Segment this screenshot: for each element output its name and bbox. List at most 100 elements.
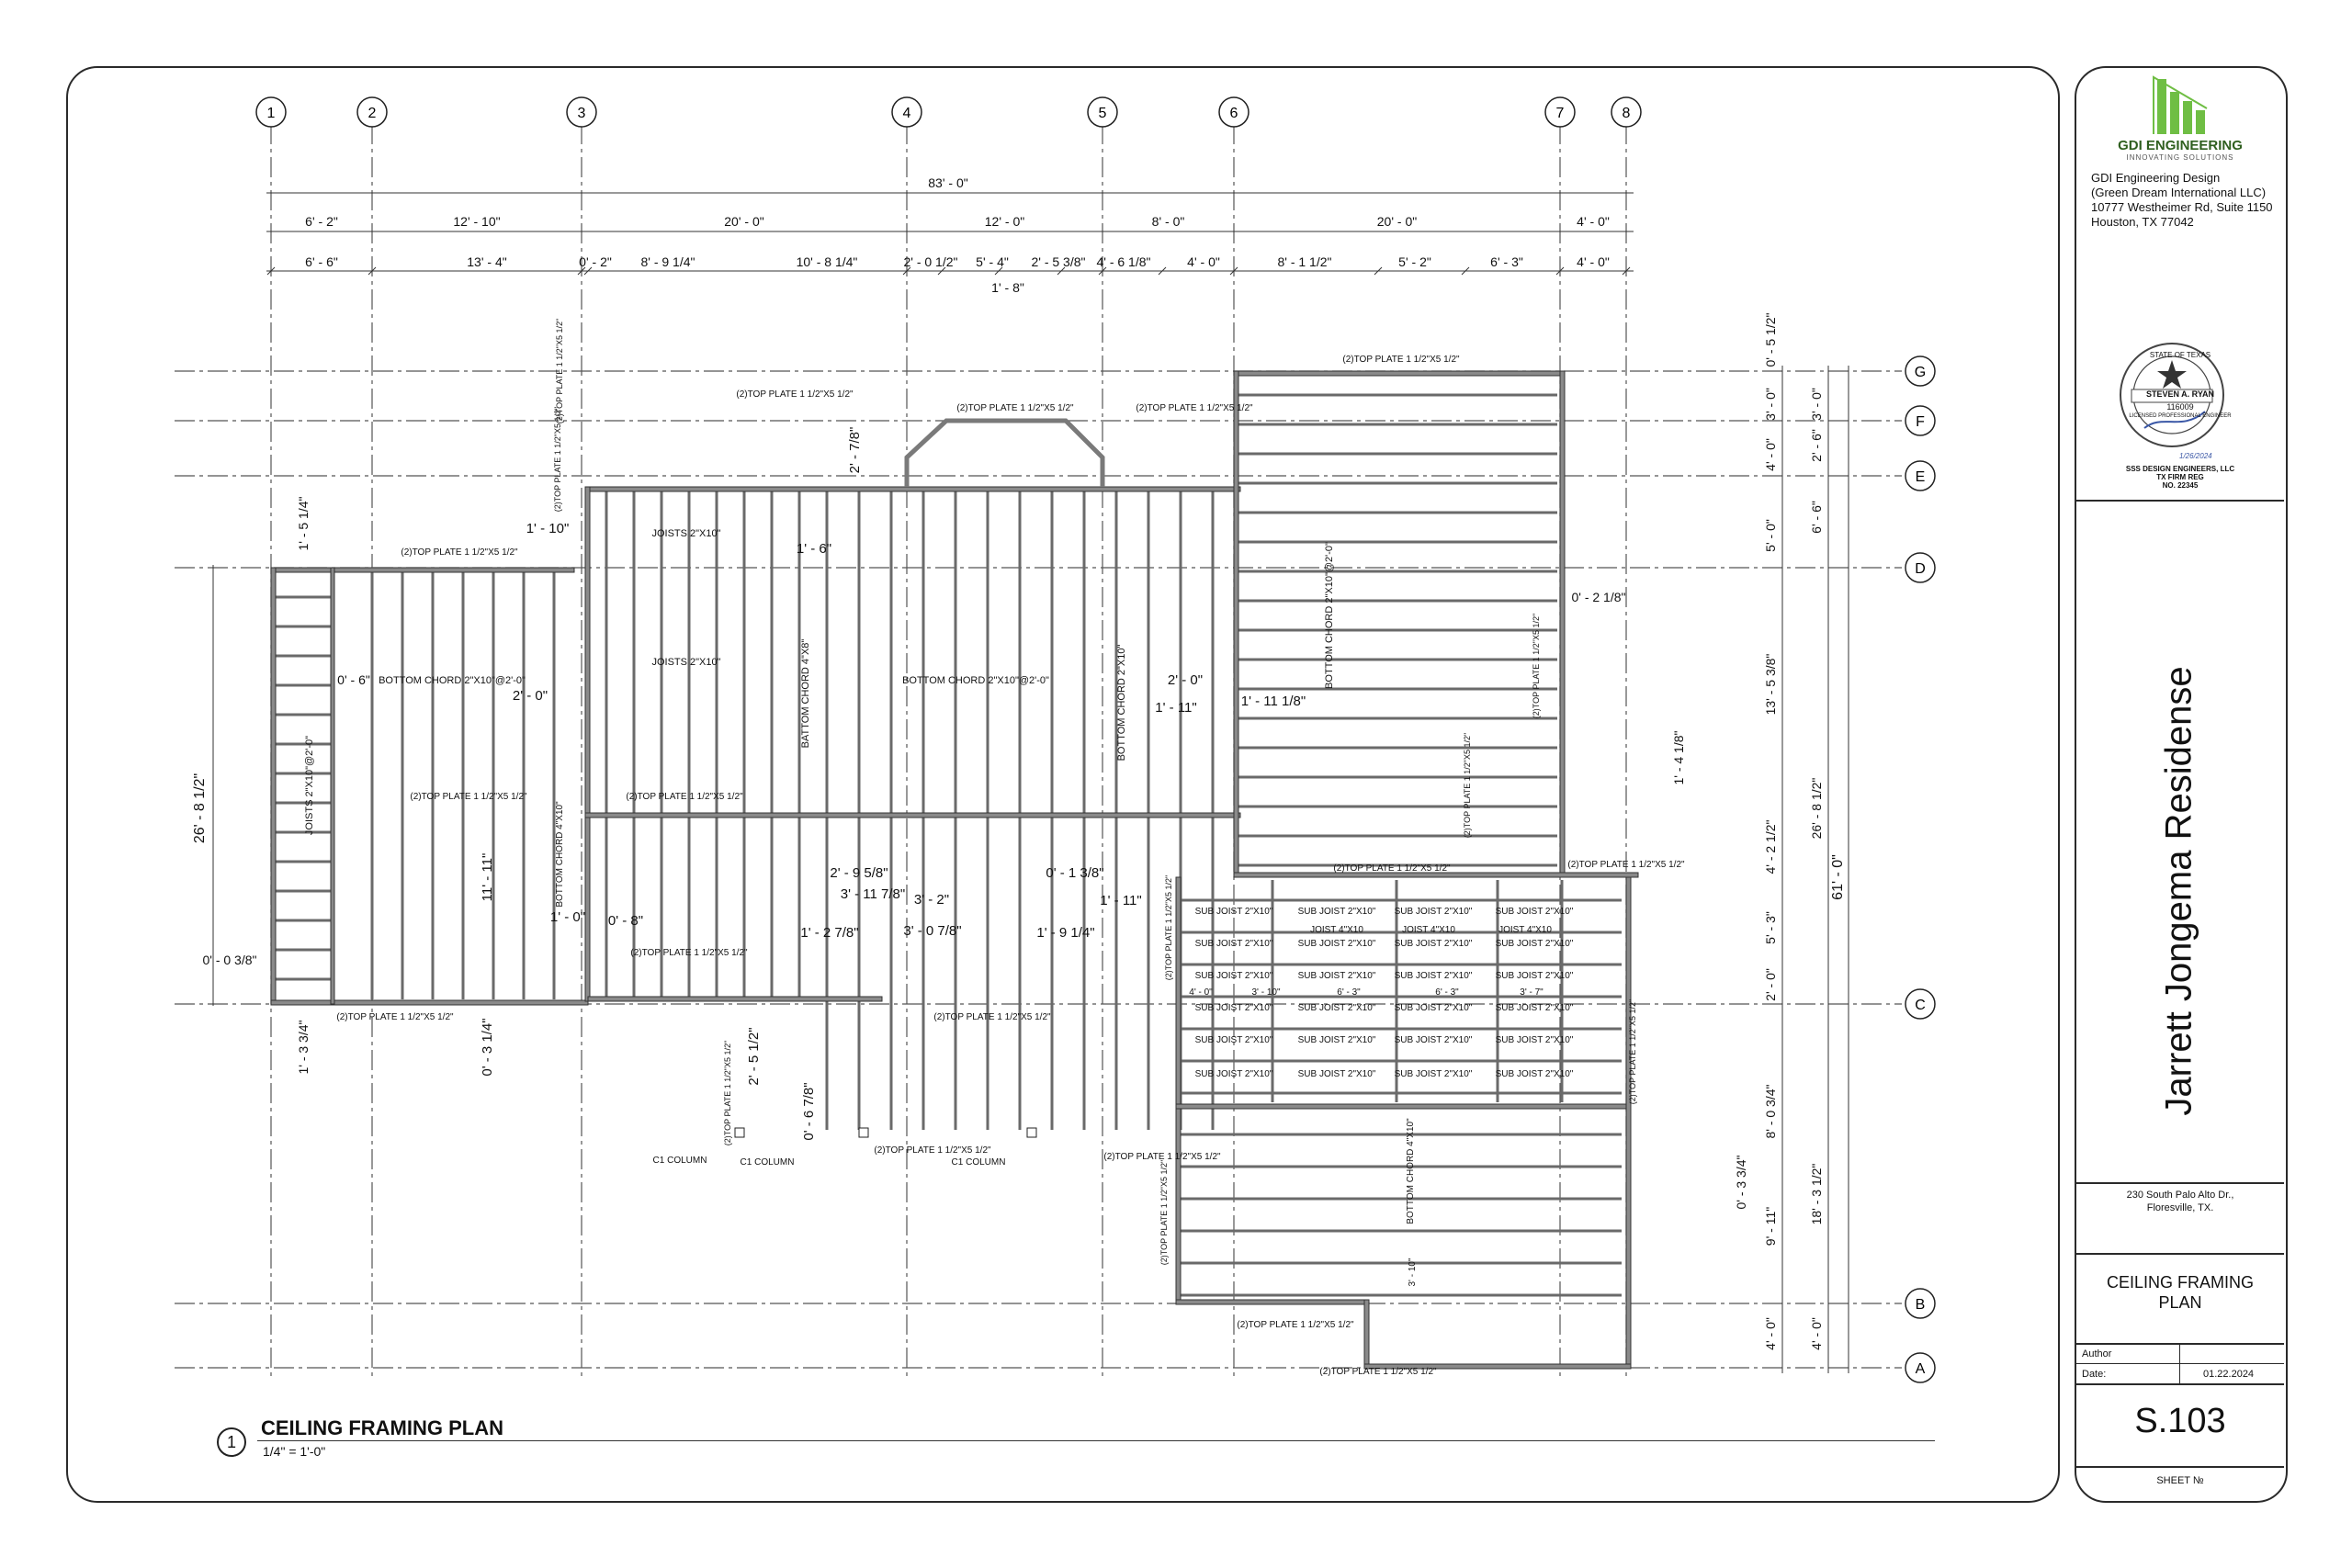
drawing-scale: 1/4" = 1'-0" — [263, 1444, 326, 1459]
top-plate-label: (2)TOP PLATE 1 1/2"X5 1/2" — [1159, 1160, 1169, 1265]
divider — [2076, 500, 2284, 502]
sub-joist-label: SUB JOIST 2"X10" — [1496, 907, 1574, 917]
sub-joist-label: SUB JOIST 2"X10" — [1496, 939, 1574, 949]
wall-segment — [587, 486, 1241, 492]
top-plate-label: (2)TOP PLATE 1 1/2"X5 1/2" — [401, 547, 518, 558]
dimension-tick — [1158, 266, 1167, 276]
sheet-title-line: PLAN — [2158, 1293, 2202, 1312]
dimension-right-middle: 2' - 6" — [1809, 429, 1824, 462]
sub-joist-label: SUB JOIST 2"X10" — [1298, 1069, 1376, 1079]
plan-dimension-label: 11' - 11" — [480, 853, 495, 902]
dimension-tick — [1229, 266, 1238, 276]
dimension-row1: 20' - 0" — [724, 214, 763, 229]
dimension-left-item: 0' - 6" — [337, 672, 370, 687]
bottom-chord-label: BOTTOM CHORD 4"X10" — [1406, 1118, 1416, 1224]
dimension-row2: 13' - 4" — [467, 254, 506, 269]
dimension-left-item: 1' - 5 1/4" — [296, 496, 311, 550]
top-plate-label: (2)TOP PLATE 1 1/2"X5 1/2" — [626, 792, 743, 802]
wall-segment — [330, 567, 335, 1005]
site-address: 230 South Palo Alto Dr., Floresville, TX… — [2076, 1189, 2284, 1214]
dimension-row2: 5' - 4" — [976, 254, 1009, 269]
sub-joist-label: SUB JOIST 2"X10" — [1395, 1069, 1473, 1079]
grid-label-row: B — [1916, 1297, 1926, 1313]
plan-dimension-label: 1' - 11" — [1100, 893, 1141, 908]
drawing-number: 1 — [226, 1433, 236, 1451]
dimension-row1: 20' - 0" — [1377, 214, 1417, 229]
sub-joist-label: SUB JOIST 2"X10" — [1496, 971, 1574, 981]
company-address: GDI Engineering Design (Green Dream Inte… — [2091, 171, 2273, 230]
dimension-tick — [1057, 266, 1066, 276]
divider — [2076, 1363, 2284, 1364]
wall-segment — [1175, 1299, 1365, 1305]
wall-segment — [587, 996, 883, 1002]
grid-bubble-column — [1611, 96, 1642, 128]
top-plate-label: (2)TOP PLATE 1 1/2"X5 1/2" — [1333, 863, 1451, 874]
dimension-right-middle: 1' - 4 1/8" — [1671, 730, 1686, 784]
grid-label-column: 5 — [1099, 106, 1107, 121]
grid-bubble-column — [891, 96, 922, 128]
grid-bubble-column — [1087, 96, 1118, 128]
dimension-right-inner: 5' - 3" — [1763, 911, 1778, 944]
firm-line: NO. 22345 — [2162, 481, 2199, 490]
dimension-row1: 12' - 0" — [985, 214, 1024, 229]
bottom-chord-label: BATTOM CHORD 4"X8" — [800, 639, 811, 749]
company-logo-icon — [2153, 75, 2208, 134]
dimension-right-overall: 61' - 0" — [1830, 854, 1846, 900]
bottom-chord-label: BOTTOM CHORD 2"X10"@2'-0" — [902, 675, 1049, 686]
wall-segment — [1363, 1299, 1370, 1365]
joists-label: JOISTS 2"X10" — [651, 657, 720, 668]
dimension-row1: 8' - 0" — [1152, 214, 1185, 229]
sheet-no-label: SHEET № — [2156, 1475, 2204, 1486]
grid-bubble-row — [1905, 988, 1936, 1020]
top-plate-label: (2)TOP PLATE 1 1/2"X5 1/2" — [1164, 875, 1173, 980]
plan-dimension-label: 3' - 2" — [914, 892, 949, 908]
grid-label-column: 3 — [578, 106, 586, 121]
sub-joist-label: SUB JOIST 2"X10" — [1298, 907, 1376, 917]
joist-4x10-label: JOIST 4"X10 — [1498, 925, 1552, 935]
plan-dimension-label: 3' - 0 7/8" — [903, 923, 961, 939]
top-plate-label: (2)TOP PLATE 1 1/2"X5 1/2" — [1319, 1367, 1437, 1377]
divider — [2076, 1253, 2284, 1255]
drawing-number-bubble: 1 — [217, 1427, 246, 1457]
top-plate-label: (2)TOP PLATE 1 1/2"X5 1/2" — [1628, 999, 1637, 1104]
plan-dimension-label: 1' - 6" — [797, 541, 831, 557]
top-plate-label: (2)TOP PLATE 1 1/2"X5 1/2" — [1342, 355, 1460, 365]
sub-joist-label: SUB JOIST 2"X10" — [1395, 939, 1473, 949]
wall-segment — [1233, 370, 1561, 377]
dimension-tick — [368, 266, 377, 276]
sub-joist-label: SUB JOIST 2"X10" — [1395, 971, 1473, 981]
plan-dimension-label: 0' - 1 3/8" — [1046, 865, 1103, 881]
dimension-right-middle: 26' - 8 1/2" — [1809, 778, 1824, 840]
top-plate-label: (2)TOP PLATE 1 1/2"X5 1/2" — [874, 1145, 991, 1156]
dimension-tick — [266, 266, 276, 276]
wall-segment — [1625, 876, 1632, 1365]
grid-bubble-column — [1218, 96, 1250, 128]
engineer-seal-icon — [2120, 343, 2224, 447]
sub-joist-label: SUB JOIST 2"X10" — [1195, 1035, 1273, 1045]
dimension-row1: 12' - 10" — [453, 214, 500, 229]
grid-bubble-row — [1905, 460, 1936, 491]
grid-label-row: E — [1916, 469, 1926, 485]
bottom-chord-label: BOTTOM CHORD 2"X10" — [1116, 645, 1127, 761]
dimension-right-inner: 5' - 0" — [1763, 519, 1778, 552]
dimension-row2: 4' - 0" — [1187, 254, 1220, 269]
plan-dimension-label: 2' - 5 1/2" — [746, 1027, 762, 1085]
dimension-right-middle: 18' - 3 1/2" — [1809, 1164, 1824, 1225]
address-line: Houston, TX 77042 — [2091, 215, 2194, 229]
divider — [2076, 1383, 2284, 1385]
sub-joist-label: SUB JOIST 2"X10" — [1395, 1003, 1473, 1013]
plan-dimension-label: 0' - 3 1/4" — [480, 1018, 495, 1076]
wall-segment — [270, 567, 575, 573]
top-plate-label: (2)TOP PLATE 1 1/2"X5 1/2" — [956, 403, 1074, 413]
grid-bubble-column — [1544, 96, 1576, 128]
sub-joist-label: SUB JOIST 2"X10" — [1496, 1003, 1574, 1013]
grid-bubble-row — [1905, 355, 1936, 387]
company-name: GDI ENGINEERING — [2118, 138, 2243, 153]
grid-label-column: 4 — [903, 106, 911, 121]
plan-dimension-label: 1' - 11" — [1155, 700, 1196, 716]
wall-segment — [1233, 872, 1639, 878]
dimension-row2: 6' - 3" — [1490, 254, 1523, 269]
grid-bubble-row — [1905, 1352, 1936, 1383]
plan-dimension-label: 3' - 10" — [1408, 1258, 1418, 1286]
dimension-tick — [1622, 266, 1631, 276]
